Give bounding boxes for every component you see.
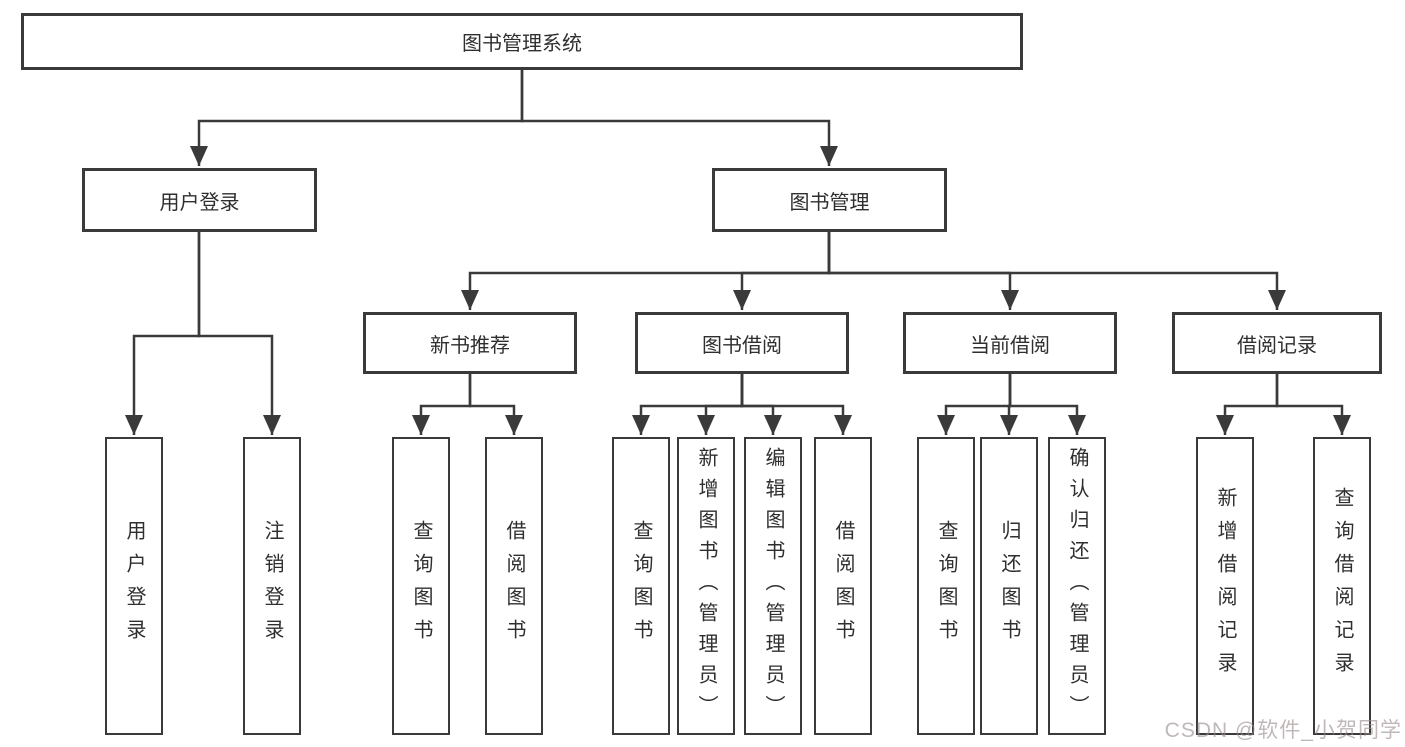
node-borrow-records: 借阅记录	[1172, 312, 1382, 374]
leaf-borrow-books-recommend-label: 借阅图书	[503, 520, 525, 652]
leaf-query-borrow-record: 查询借阅记录	[1313, 437, 1371, 735]
leaf-return-books: 归还图书	[980, 437, 1038, 735]
node-book-management-label: 图书管理	[789, 191, 870, 214]
node-new-book-recommend-label: 新书推荐	[430, 334, 510, 357]
node-book-borrow: 图书借阅	[635, 312, 849, 374]
leaf-user-login: 用户登录	[105, 437, 163, 735]
leaf-add-book-admin: 新增图书（管理员）	[677, 437, 735, 735]
leaf-query-borrow-record-label: 查询借阅记录	[1331, 487, 1353, 685]
node-current-borrow: 当前借阅	[903, 312, 1117, 374]
csdn-watermark: CSDN @软件_小贺同学	[1164, 719, 1402, 742]
leaf-edit-book-admin: 编辑图书（管理员）	[744, 437, 802, 735]
leaf-add-borrow-record: 新增借阅记录	[1196, 437, 1254, 735]
leaf-logout-label: 注销登录	[261, 520, 283, 652]
leaf-query-books-current: 查询图书	[917, 437, 975, 735]
node-library-system-label: 图书管理系统	[462, 33, 582, 55]
leaf-user-login-label: 用户登录	[123, 520, 145, 652]
leaf-query-books-borrow-label: 查询图书	[630, 520, 652, 652]
leaf-confirm-return-admin: 确认归还（管理员）	[1048, 437, 1106, 735]
leaf-add-book-admin-label: 新增图书（管理员）	[695, 446, 717, 726]
leaf-borrow-books-recommend: 借阅图书	[485, 437, 543, 735]
leaf-edit-book-admin-label: 编辑图书（管理员）	[762, 446, 784, 726]
leaf-query-books-recommend-label: 查询图书	[410, 520, 432, 652]
node-user-login-label: 用户登录	[159, 191, 240, 214]
node-library-system: 图书管理系统	[21, 13, 1023, 70]
leaf-query-books-borrow: 查询图书	[612, 437, 670, 735]
leaf-return-books-label: 归还图书	[998, 520, 1020, 652]
leaf-query-books-current-label: 查询图书	[935, 520, 957, 652]
leaf-confirm-return-admin-label: 确认归还（管理员）	[1066, 446, 1088, 726]
node-user-login: 用户登录	[82, 168, 317, 232]
leaf-borrow-books-2-label: 借阅图书	[832, 520, 854, 652]
leaf-add-borrow-record-label: 新增借阅记录	[1214, 487, 1236, 685]
leaf-logout: 注销登录	[243, 437, 301, 735]
leaf-borrow-books-2: 借阅图书	[814, 437, 872, 735]
node-book-management: 图书管理	[712, 168, 947, 232]
node-book-borrow-label: 图书借阅	[702, 334, 782, 357]
leaf-query-books-recommend: 查询图书	[392, 437, 450, 735]
node-new-book-recommend: 新书推荐	[363, 312, 577, 374]
node-borrow-records-label: 借阅记录	[1237, 334, 1317, 357]
node-current-borrow-label: 当前借阅	[970, 334, 1050, 357]
